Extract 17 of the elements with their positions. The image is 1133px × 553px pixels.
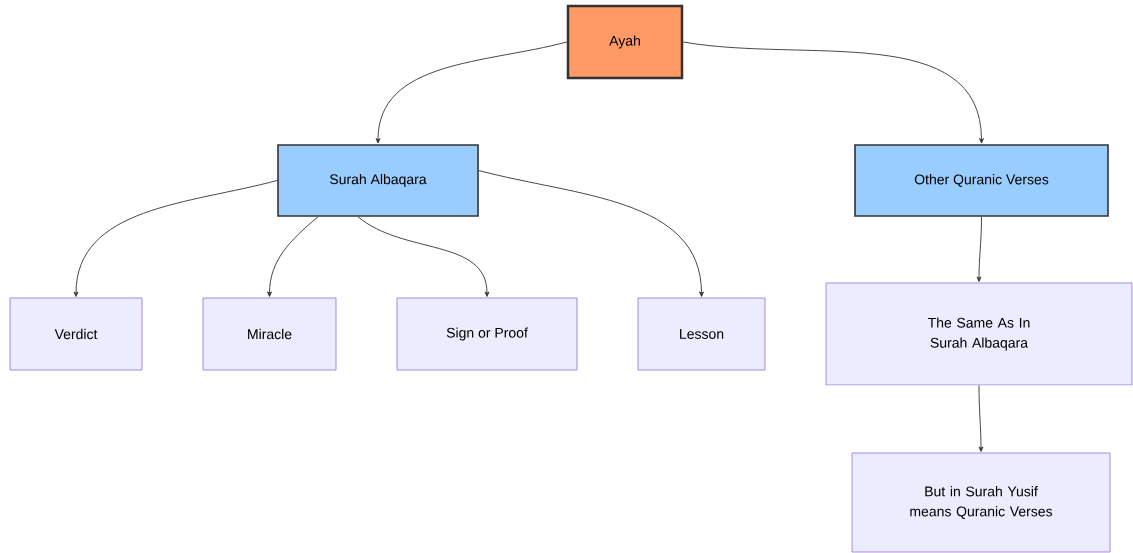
arrow <box>478 170 704 297</box>
item-box: Verdict <box>9 297 143 371</box>
arrow <box>978 384 984 452</box>
item-box: Lesson <box>637 297 766 371</box>
item-box: But in Surah Yusif means Quranic Verses <box>851 452 1111 553</box>
item-box: Sign or Proof <box>396 297 578 371</box>
item-box: Miracle <box>202 297 337 371</box>
category-box: Other Quranic Verses <box>854 144 1109 217</box>
category-box: Surah Albaqara <box>277 144 479 217</box>
arrow <box>73 180 278 297</box>
arrow <box>357 216 490 297</box>
arrow <box>976 216 982 282</box>
arrow <box>267 216 319 297</box>
root-box: Ayah <box>566 4 684 80</box>
item-box: The Same As In Surah Albaqara <box>825 282 1133 386</box>
arrow <box>682 41 984 144</box>
arrow <box>375 41 568 144</box>
